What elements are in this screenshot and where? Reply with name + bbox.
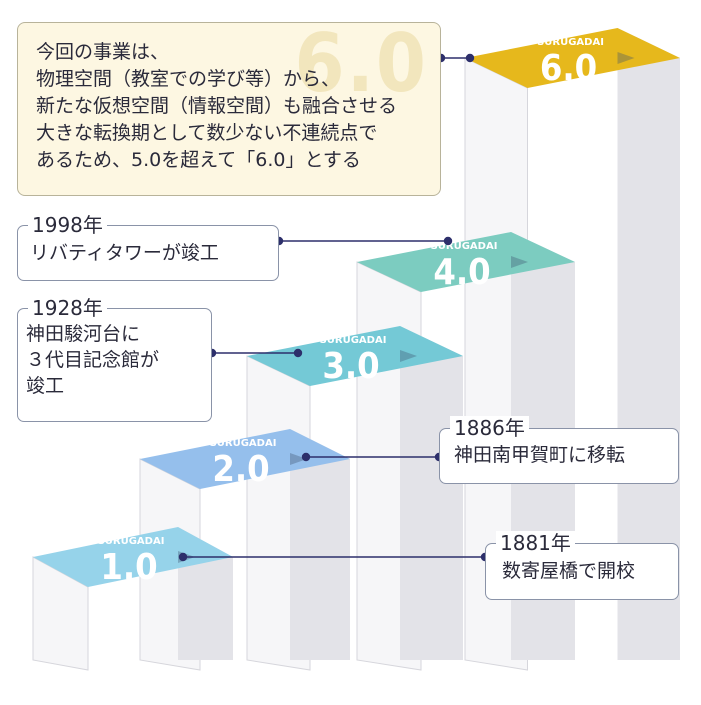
milestone-1928: 1928年 神田駿河台に ３代目記念館が 竣工 [17, 296, 212, 422]
intro-ghost-number: 6.0 [294, 22, 428, 110]
milestone-year: 1928年 [28, 296, 107, 320]
step-top [357, 232, 575, 292]
milestone-year: 1998年 [28, 213, 107, 237]
step-brand: SURUGADAI [98, 536, 165, 547]
connector-dot [465, 53, 475, 63]
milestone-1881: 1881年 数寄屋橋で開校 [485, 531, 679, 600]
step-brand: SURUGADAI [210, 438, 277, 449]
step-riser-side [400, 326, 463, 660]
step-version: 1.0 [100, 547, 157, 588]
step-brand: SURUGADAI [537, 37, 604, 48]
step-arrow-marker [400, 350, 417, 362]
connector-dot [301, 452, 311, 462]
step-version: 2.0 [212, 449, 269, 490]
step-riser-side [617, 28, 680, 660]
milestone-text: リバティタワーが竣工 [30, 242, 219, 264]
step-top [140, 429, 350, 489]
step-riser-front [32, 556, 89, 671]
milestone-text: 神田駿河台に ３代目記念館が 竣工 [26, 323, 160, 397]
step-top [33, 527, 233, 587]
connector-dot [443, 236, 453, 246]
step-version: 4.0 [433, 252, 490, 293]
milestone-text: 数寄屋橋で開校 [502, 560, 636, 582]
step-top [465, 28, 680, 88]
step-arrow-marker [290, 453, 307, 465]
milestone-year: 1881年 [496, 531, 575, 555]
intro-text: 今回の事業は、 物理空間（教室での学び等）から、 新たな仮想空間（情報空間）も融… [36, 41, 398, 171]
milestone-1998: 1998年 リバティタワーが竣工 [17, 213, 279, 281]
milestone-year: 1886年 [450, 416, 529, 440]
connector-dot [293, 348, 303, 358]
step-riser-side [290, 429, 350, 660]
step-arrow-marker [617, 52, 635, 64]
step-arrow-marker [511, 256, 528, 268]
milestone-1886: 1886年 神田南甲賀町に移転 [439, 416, 679, 484]
connector-dot [178, 552, 188, 562]
step-version: 6.0 [540, 48, 597, 89]
step-version: 3.0 [322, 346, 379, 387]
step-brand: SURUGADAI [320, 335, 387, 346]
step-brand: SURUGADAI [431, 241, 498, 252]
step-top [247, 326, 463, 386]
intro-callout: 6.0 今回の事業は、 物理空間（教室での学び等）から、 新たな仮想空間（情報空… [17, 22, 441, 196]
milestone-text: 神田南甲賀町に移転 [454, 444, 626, 466]
